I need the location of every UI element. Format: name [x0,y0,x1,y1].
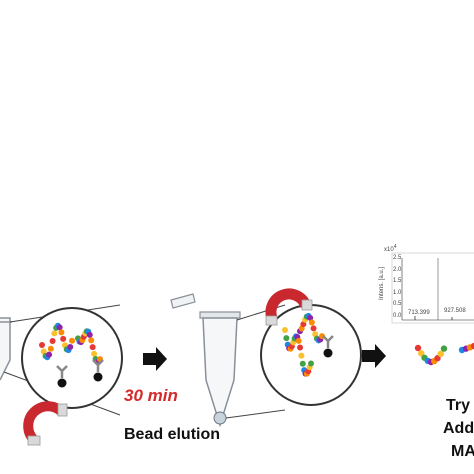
spectrum-ytick: 2.0 [393,266,402,273]
arrow-icon-2 [362,344,386,368]
bead-icon [299,360,306,367]
bead-icon [91,350,98,357]
mass-spectrum [391,252,474,324]
bead-icon [295,337,302,344]
magnetic-bead [57,378,67,388]
bead-icon [51,330,58,337]
bead-icon [414,344,422,352]
bead-icon [69,337,75,344]
bead-icon [310,325,317,332]
bead-icon [308,360,314,367]
bead-icon [40,348,47,355]
bead-icon [437,350,444,358]
step-label-adduct: Add [443,420,474,437]
step-label-bead-elution: Bead elution [124,426,221,443]
peptide-chains-left [39,322,104,388]
bead-icon [282,327,288,333]
bead-icon [297,344,304,351]
bead-icon [67,344,74,351]
magnet-icon-middle [265,288,313,326]
bead-icon [440,345,448,352]
spectrum-ylabel: Intens. [a.u.] [379,266,385,300]
antibody-icon [322,335,334,348]
bead-icon [470,342,474,350]
bead-icon [60,335,67,342]
step-label-maldi: MA [451,443,474,460]
magnet-icon-left [23,401,68,446]
spectrum-ytick: 0.0 [393,313,402,319]
bead-icon [58,329,65,336]
bead-icon [89,344,96,351]
tube-icon-left [0,317,12,381]
bead-icon [88,337,95,344]
bead-icon [418,350,425,357]
bead-icon [39,342,45,348]
bead-icon [47,345,54,352]
time-label: 30 min [124,386,178,405]
zoom-line [225,409,286,419]
peptide-fragments [414,342,474,366]
spectrum-exponent: x104 [384,244,397,253]
spectrum-peak-label-1: 713.399 [408,310,430,316]
bead-icon [49,337,56,344]
spectrum-ytick: 1.0 [393,289,402,296]
antibody-icon [56,365,68,378]
peptide-chains-middle [282,312,334,377]
bead-icon [86,331,93,338]
bead-icon [434,355,441,362]
spectrum-ytick: 0.5 [393,301,402,308]
bead-icon [307,314,314,321]
zoom-circle-left [21,307,123,409]
bead-icon [283,335,290,342]
magnetic-bead [323,348,333,358]
bead-icon [298,352,305,359]
bead-icon [46,351,53,358]
tube-icon-middle [170,293,241,428]
step-label-trypsin: Try [446,397,471,414]
antibody-icon [92,359,104,372]
spectrum-ytick: 1.5 [393,278,402,285]
magnetic-bead [93,372,103,382]
bead-icon [308,319,315,326]
bead-icon [56,324,63,331]
arrow-icon-1 [143,347,167,371]
spectrum-ytick: 2.5 [393,255,402,261]
spectrum-peak-label-2: 927.508 [444,308,466,314]
